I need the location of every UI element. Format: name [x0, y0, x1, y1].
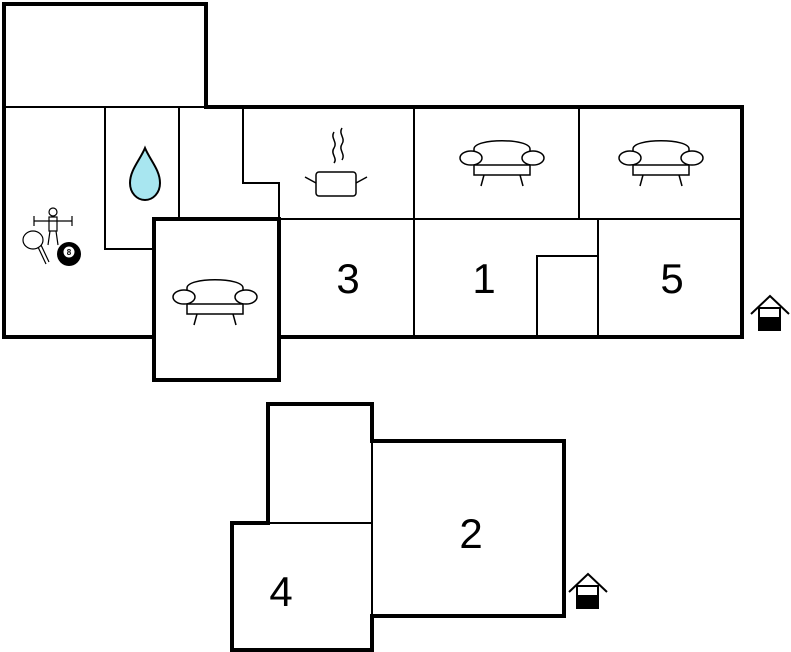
table-tennis-icon: [22, 230, 50, 265]
entrance-icon: [750, 294, 790, 331]
annex-building: 2 4: [230, 402, 608, 652]
billiard-ball-number: 8: [67, 248, 72, 257]
water-drop-icon: [128, 145, 162, 202]
annex-room-wall: [152, 217, 281, 339]
table-football-icon: [33, 207, 73, 246]
room-label-3: 3: [336, 255, 359, 302]
wall: [104, 107, 154, 250]
cooking-pot-icon: [304, 127, 368, 197]
main-building-outline: [2, 2, 744, 382]
main-building: 3 1 5: [2, 2, 790, 382]
entrance-icon: [568, 572, 608, 609]
room-label-2: 2: [459, 510, 482, 557]
sofa-icon: [618, 140, 704, 187]
closet-wall: [536, 255, 598, 337]
wall: [242, 107, 280, 219]
room-label-5: 5: [660, 255, 683, 302]
room-label-4: 4: [269, 568, 292, 615]
sofa-icon: [172, 279, 258, 326]
billiard-ball-icon: 8: [57, 242, 81, 266]
room-label-1: 1: [472, 255, 495, 302]
sofa-icon: [459, 140, 545, 187]
